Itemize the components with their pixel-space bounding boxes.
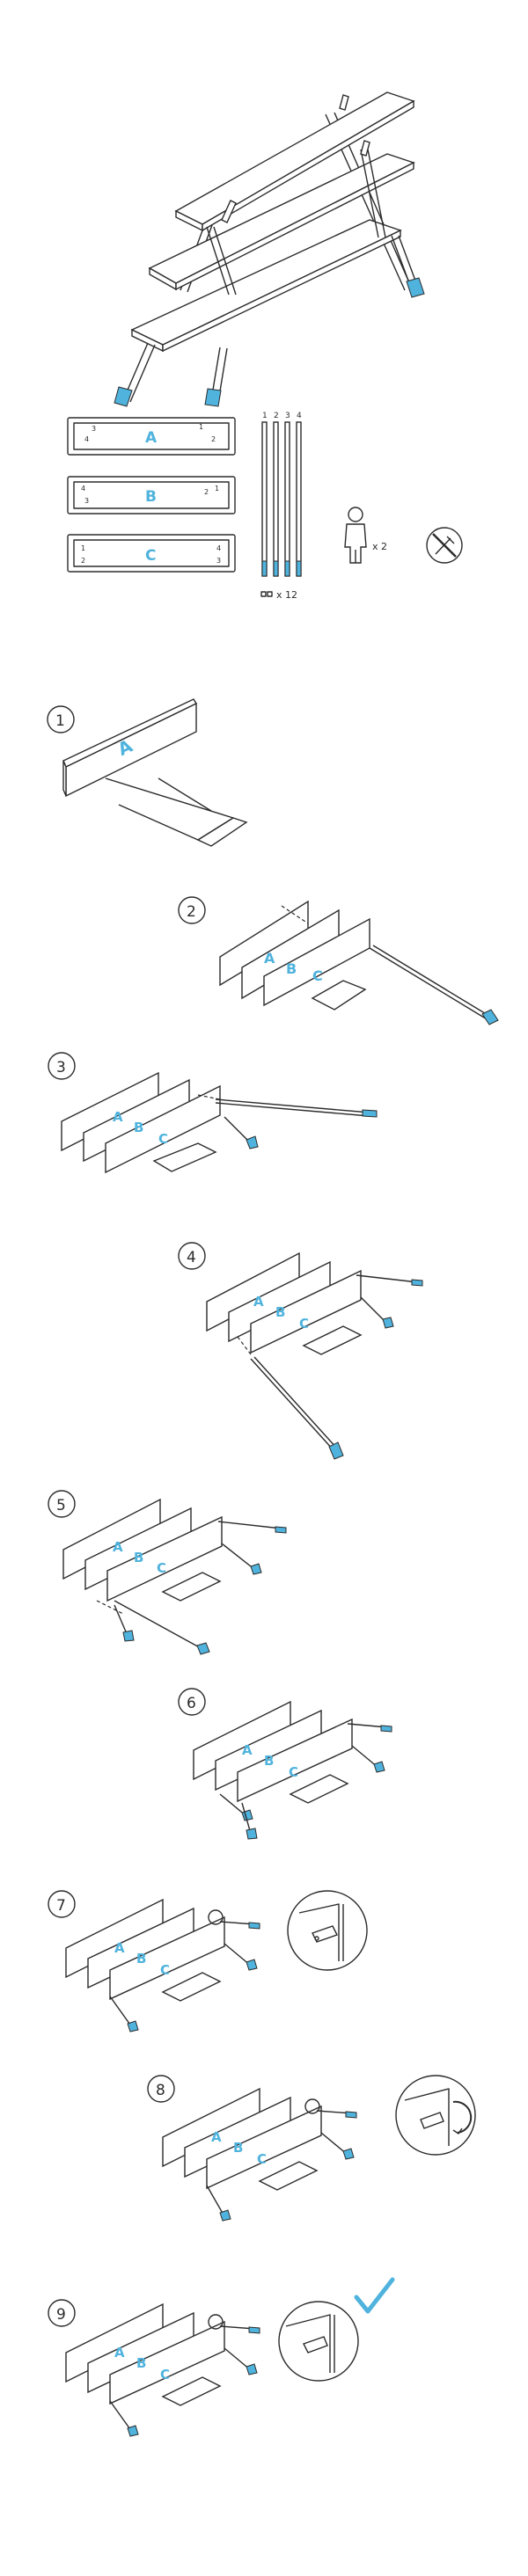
step-4-label-c: C bbox=[299, 1316, 309, 1332]
no-tools-icon bbox=[426, 527, 463, 564]
step-2-number: 2 bbox=[187, 903, 196, 921]
board-c-label: C bbox=[145, 547, 156, 565]
step-8-label-c: C bbox=[257, 2151, 267, 2167]
step-8-label-b: B bbox=[233, 2140, 243, 2156]
step-7-detail-zoom bbox=[287, 1890, 368, 1971]
board-b-hole-3: 2 bbox=[204, 488, 209, 496]
screws-part: x 12 bbox=[260, 589, 297, 601]
board-c-part: C 1 2 4 3 bbox=[67, 534, 236, 573]
board-b-part: B 4 3 2 1 bbox=[67, 476, 236, 514]
step-2-label-c: C bbox=[312, 967, 323, 984]
legs-part: 1 2 3 4 bbox=[261, 412, 302, 577]
step-5-label-a: A bbox=[113, 1539, 123, 1555]
leg-number-2: 2 bbox=[274, 412, 279, 420]
step-1-number: 1 bbox=[55, 712, 65, 730]
step-8: 8 A B C bbox=[0, 2049, 528, 2243]
board-c-hole-3: 4 bbox=[216, 544, 221, 552]
step-6-label-a: A bbox=[242, 1742, 253, 1758]
step-8-number: 8 bbox=[156, 2082, 165, 2099]
step-9-detail-zoom bbox=[278, 2301, 359, 2382]
step-5-label-b: B bbox=[134, 1550, 143, 1565]
step-1: 1 A bbox=[0, 695, 528, 871]
step-7: 7 A B C bbox=[0, 1864, 528, 2049]
board-b-label: B bbox=[145, 488, 157, 506]
step-7-label-a: A bbox=[114, 1940, 125, 1956]
board-b-hole-2: 3 bbox=[84, 497, 89, 505]
step-5-number: 5 bbox=[56, 1497, 66, 1514]
step-9: 9 A B C bbox=[0, 2243, 528, 2471]
board-b-hole-1: 4 bbox=[81, 485, 85, 493]
step-7-label-c: C bbox=[160, 1962, 170, 1978]
board-c-hole-1: 1 bbox=[81, 544, 85, 552]
step-4-label-b: B bbox=[275, 1304, 285, 1320]
step-6-label-b: B bbox=[264, 1753, 274, 1769]
board-c-hole-2: 2 bbox=[81, 557, 85, 565]
step-7-number: 7 bbox=[56, 1897, 66, 1915]
board-c-hole-4: 3 bbox=[216, 557, 221, 565]
board-a-part: A 3 4 1 2 bbox=[67, 417, 236, 456]
step-8-detail-zoom bbox=[395, 2075, 476, 2156]
board-a-hole-2: 4 bbox=[84, 435, 89, 443]
step-4-label-a: A bbox=[253, 1294, 264, 1310]
step-3-label-c: C bbox=[158, 1131, 168, 1147]
board-a-hole-1: 3 bbox=[92, 425, 96, 433]
step-9-label-a: A bbox=[114, 2345, 125, 2361]
step-5-label-c: C bbox=[157, 1560, 166, 1576]
step-3: 3 A B C bbox=[0, 1047, 528, 1214]
step-6-number: 6 bbox=[187, 1695, 196, 1712]
board-a-label: A bbox=[145, 429, 158, 447]
board-a-hole-3: 1 bbox=[199, 423, 203, 431]
step-2-label-b: B bbox=[286, 960, 297, 977]
step-2: 2 A B C bbox=[0, 871, 528, 1047]
step-4-number: 4 bbox=[187, 1249, 196, 1266]
people-quantity: x 2 bbox=[372, 541, 387, 552]
assembled-shelf-illustration bbox=[0, 0, 528, 407]
parts-list: A 3 4 1 2 B 4 3 2 1 C 1 2 4 3 1 2 3 4 bbox=[0, 405, 528, 624]
person-icon: x 2 bbox=[344, 507, 387, 564]
step-3-label-a: A bbox=[113, 1109, 123, 1125]
leg-number-1: 1 bbox=[262, 412, 268, 420]
step-2-label-a: A bbox=[264, 950, 275, 967]
checkmark-icon bbox=[354, 2277, 395, 2314]
step-4: 4 A B C bbox=[0, 1214, 528, 1469]
step-6-label-c: C bbox=[289, 1764, 298, 1780]
board-b-hole-4: 1 bbox=[215, 485, 219, 493]
step-9-number: 9 bbox=[56, 2306, 66, 2324]
step-3-number: 3 bbox=[56, 1059, 66, 1076]
step-9-label-b: B bbox=[136, 2355, 146, 2371]
leg-number-4: 4 bbox=[297, 412, 302, 420]
step-7-label-b: B bbox=[136, 1951, 146, 1967]
screws-quantity: x 12 bbox=[276, 589, 297, 601]
step-9-label-c: C bbox=[160, 2367, 170, 2383]
board-a-hole-4: 2 bbox=[211, 435, 216, 443]
leg-number-3: 3 bbox=[285, 412, 290, 420]
step-6: 6 A B C bbox=[0, 1662, 528, 1864]
step-8-label-a: A bbox=[211, 2129, 222, 2145]
step-5: 5 A B C bbox=[0, 1469, 528, 1662]
step-3-label-b: B bbox=[134, 1120, 143, 1135]
